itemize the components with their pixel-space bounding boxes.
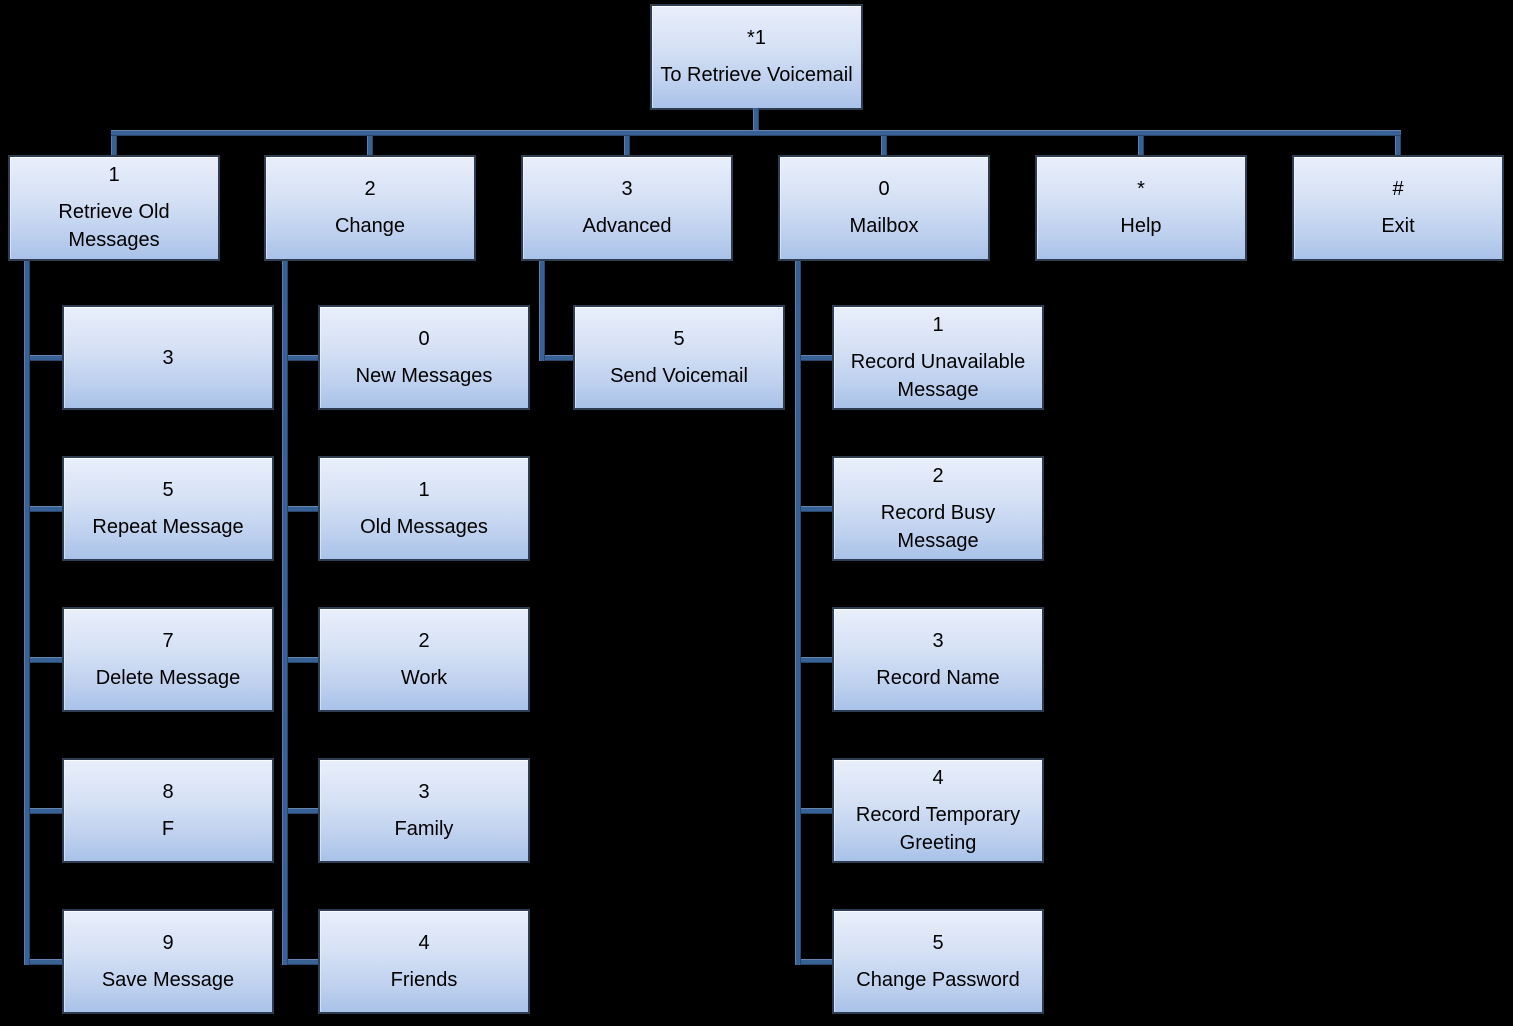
node-key: 0 [878,178,890,200]
node-key: 5 [932,931,944,954]
node-label: Advanced [582,215,672,237]
branch-node: * Help [1035,155,1247,261]
node-label: Exit [1381,215,1415,237]
node-label: Family [394,817,454,840]
node-label: Delete Message [95,666,241,689]
connector-child-stub [795,808,832,814]
connector-child-stub [282,959,318,965]
node-label: Friends [390,968,458,991]
node-label: Send Voicemail [610,364,748,387]
node-label: Save Message [101,968,235,991]
node-key: 0 [418,327,430,350]
connector-child-stub [24,959,62,965]
connector-branch-stub [1138,136,1144,155]
node-key: 4 [932,766,944,789]
connector-branch-stub [111,136,117,155]
root-node: *1 To Retrieve Voicemail [650,4,863,110]
connector-child-stub [282,506,318,512]
child-node: 3 [62,305,274,410]
connector-child-stub [24,808,62,814]
connector-child-stub [282,808,318,814]
node-key: 7 [162,629,174,652]
connector-branch-stub [881,136,887,155]
node-label: Change Password [856,968,1020,991]
connector-child-stub [282,355,318,361]
node-key: # [1392,178,1404,200]
connector-branch-stub [624,136,630,155]
node-key: 1 [932,313,944,336]
node-key: 4 [418,931,430,954]
node-label: Mailbox [849,215,919,237]
node-label: Work [400,666,448,689]
node-label: Record Busy Message [880,501,996,552]
node-key: 3 [162,346,174,369]
node-key: 5 [673,327,685,350]
connector-child-stub [282,657,318,663]
connector-bus [111,130,1401,136]
node-key: 1 [418,478,430,501]
connector-child-stub [795,959,832,965]
connector-trunk [282,261,288,965]
node-key: 3 [418,780,430,803]
node-label: F [161,817,175,840]
node-key: * [1137,178,1145,200]
node-key: 2 [418,629,430,652]
connector-child-stub [24,506,62,512]
connector-root-stub [753,108,759,132]
node-key: 8 [162,780,174,803]
connector-child-stub [24,657,62,663]
node-key: 5 [162,478,174,501]
connector-trunk [24,261,30,965]
connector-branch-stub [367,136,373,155]
branch-node: # Exit [1292,155,1504,261]
connector-trunk [795,261,801,965]
node-label: Help [1120,215,1162,237]
node-key: 3 [621,178,633,200]
node-key: *1 [747,27,766,49]
node-label: Change [334,215,406,237]
node-key: 1 [108,164,120,186]
connector-child-stub [795,355,832,361]
node-label: To Retrieve Voicemail [660,64,853,86]
connector-child-stub [24,355,62,361]
node-label: Old Messages [360,515,488,538]
node-label: Record Name [876,666,1000,689]
node-label: Repeat Message [92,515,244,538]
node-label: New Messages [355,364,493,387]
connector-branch-stub [1395,136,1401,155]
node-label: Retrieve Old Messages [58,201,170,251]
node-label: Record Temporary Greeting [855,803,1021,854]
node-key: 2 [364,178,376,200]
node-key: 9 [162,931,174,954]
node-label: Record Unavailable Message [850,350,1026,401]
connector-child-stub [539,355,573,361]
node-key: 2 [932,464,944,487]
node-key: 3 [932,629,944,652]
connector-trunk [539,261,545,361]
connector-child-stub [795,657,832,663]
connector-child-stub [795,506,832,512]
